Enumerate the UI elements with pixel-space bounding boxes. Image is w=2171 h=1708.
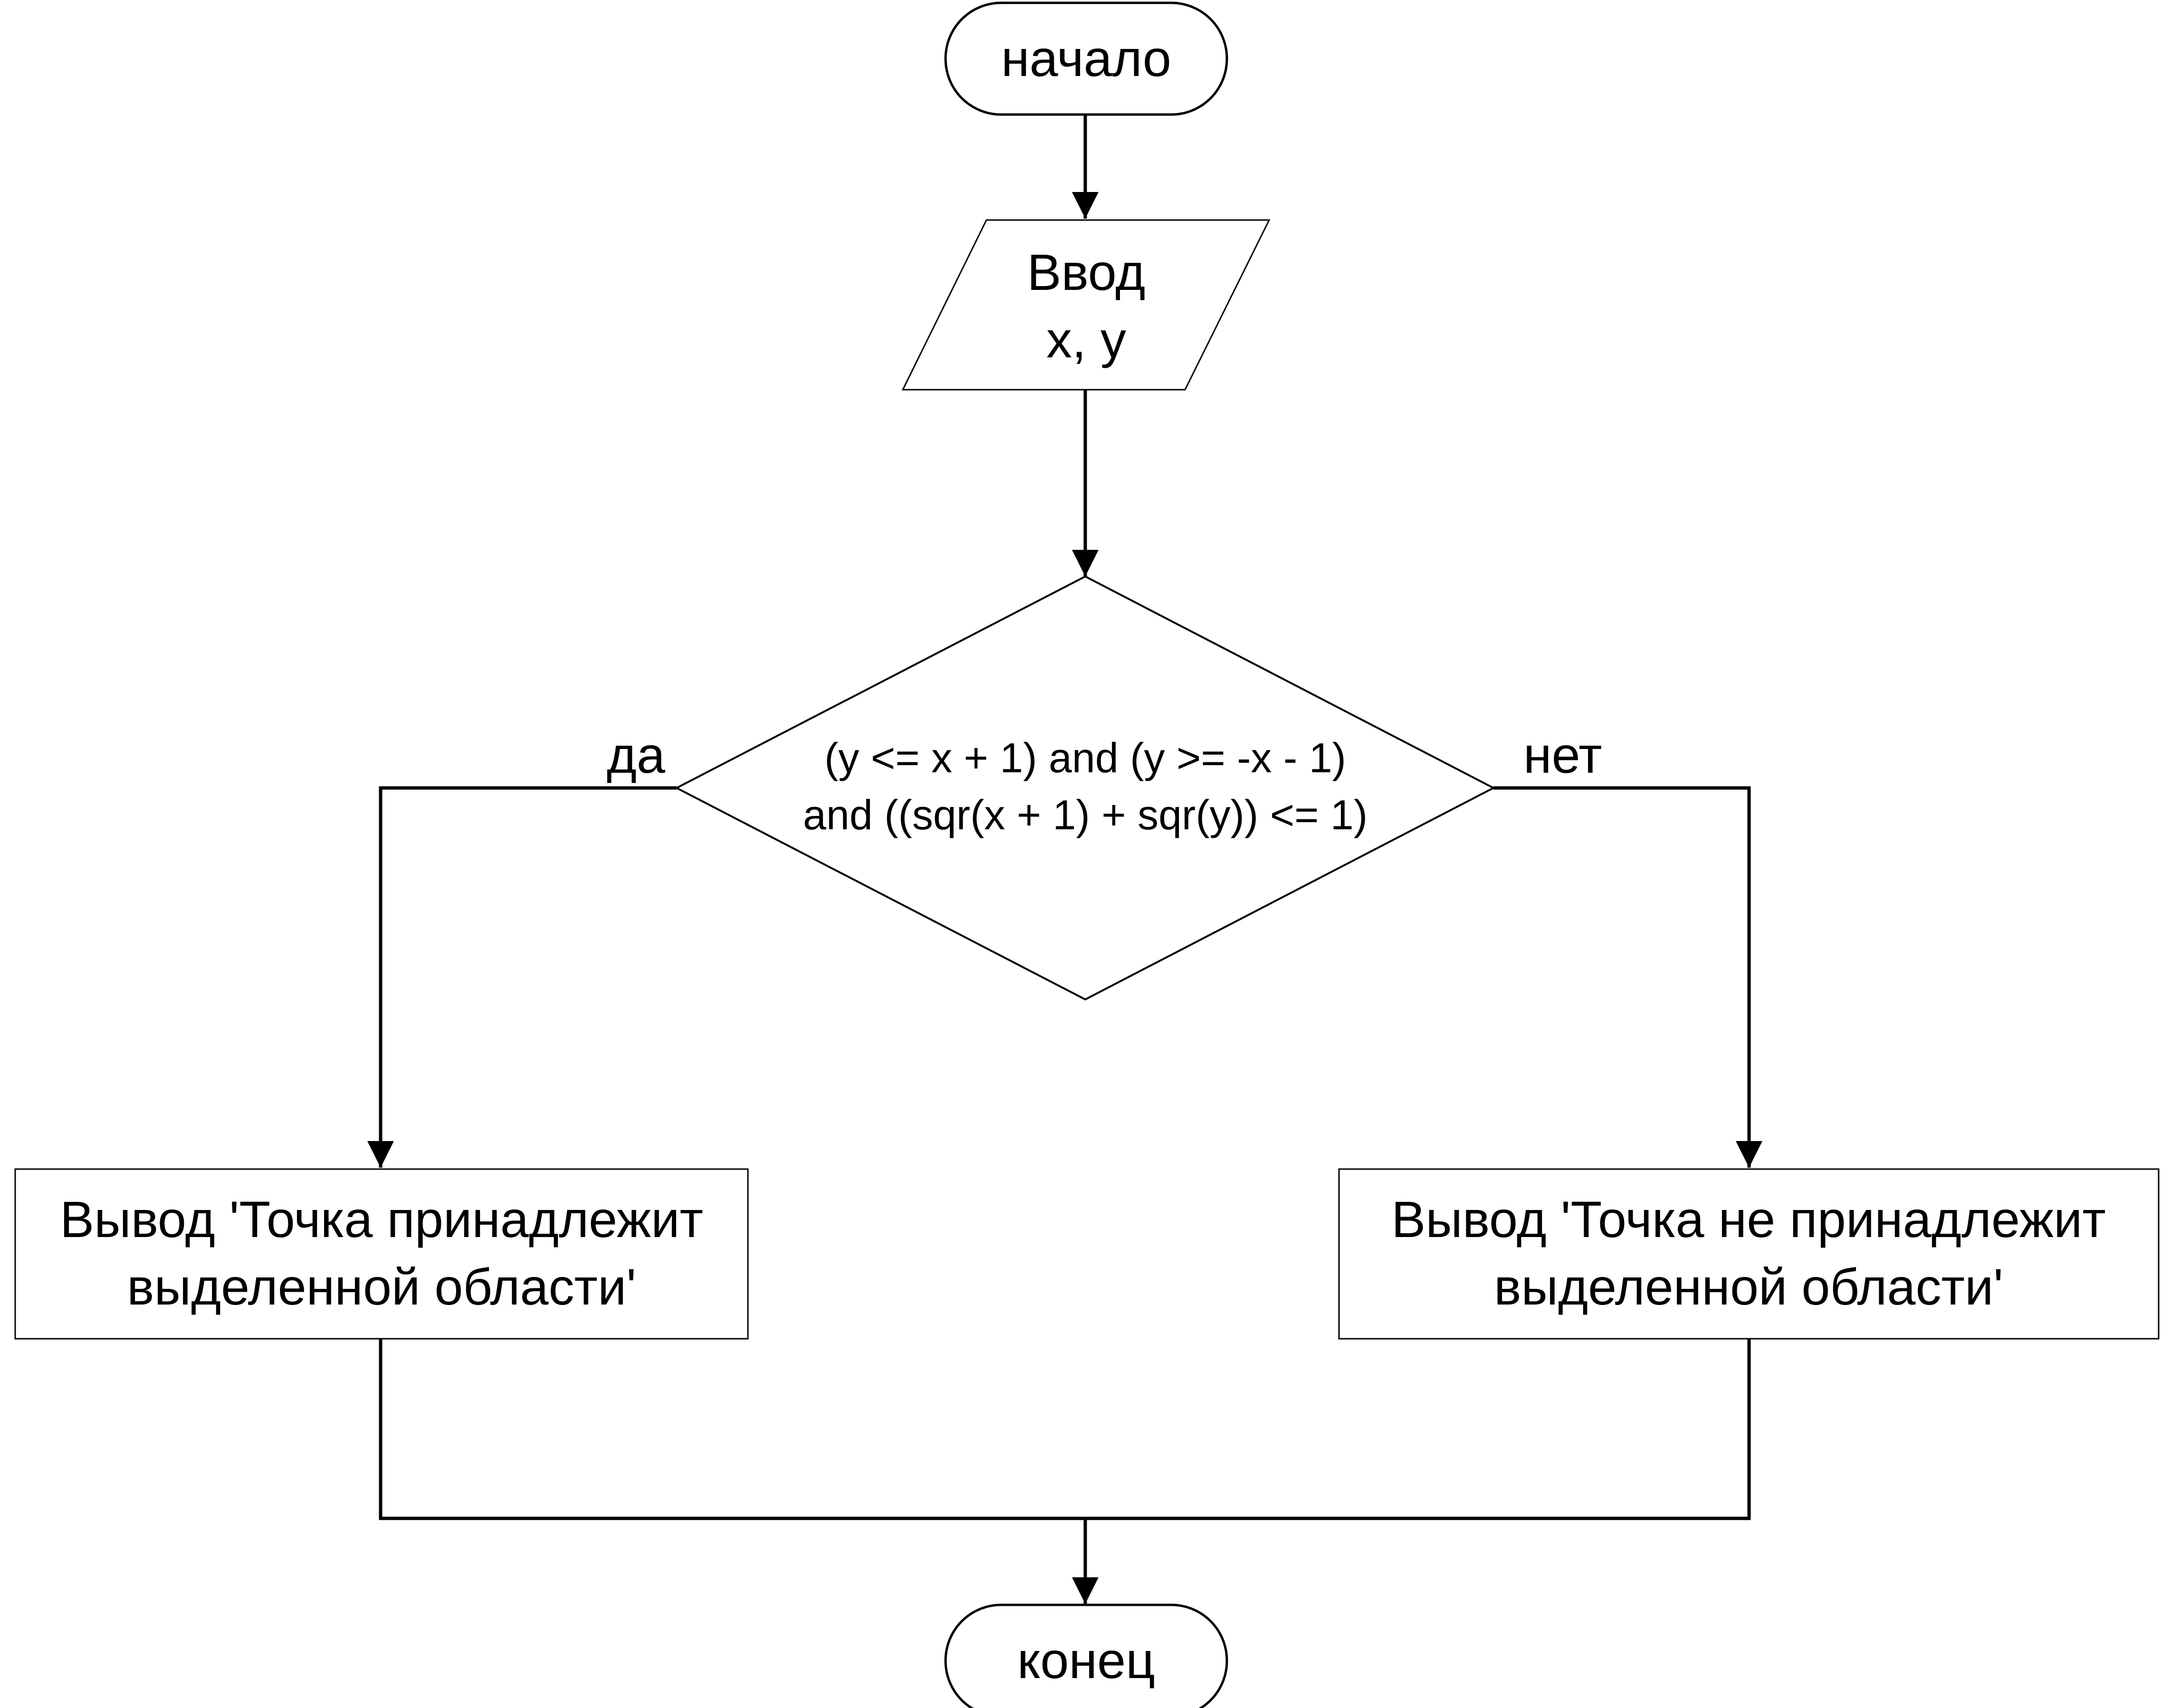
branch-yes-label: да (607, 726, 666, 784)
output-no-line2: выделенной области' (1494, 1258, 2003, 1315)
start-label: начало (1001, 29, 1171, 87)
decision-node: (y <= x + 1) and (y >= -x - 1) and ((sqr… (674, 575, 1496, 1001)
input-node: Ввод x, y (901, 219, 1271, 391)
output-no-line1: Вывод 'Точка не принадлежит (1391, 1190, 2106, 1248)
output-no-box (1338, 1168, 2160, 1340)
decision-diamond-shape (674, 575, 1496, 1001)
output-yes-node: Вывод 'Точка принадлежит выделенной обла… (14, 1168, 749, 1340)
arrow-decision-no-branch (1493, 786, 1762, 1168)
branch-no-label: нет (1523, 726, 1602, 784)
start-node: начало (944, 1, 1228, 116)
output-no-node: Вывод 'Точка не принадлежит выделенной о… (1338, 1168, 2160, 1340)
output-yes-line1: Вывод 'Точка принадлежит (60, 1190, 703, 1248)
output-yes-line2: выделенной области' (127, 1258, 636, 1315)
input-label-line2: x, y (1046, 311, 1126, 368)
line-merge-branches (379, 1339, 1751, 1520)
end-label: конец (1017, 1631, 1155, 1689)
output-yes-box (14, 1168, 749, 1340)
end-terminator-shape (944, 1603, 1228, 1708)
connectors (367, 115, 1762, 1604)
input-parallelogram-shape (901, 219, 1271, 391)
arrow-decision-yes-branch (367, 786, 677, 1168)
decision-condition-line1: (y <= x + 1) and (y >= -x - 1) (824, 734, 1346, 781)
start-terminator-shape (944, 1, 1228, 116)
end-node: конец (944, 1603, 1228, 1708)
decision-condition-line2: and ((sqr(x + 1) + sqr(y)) <= 1) (803, 791, 1368, 838)
input-label-line1: Ввод (1027, 243, 1146, 301)
